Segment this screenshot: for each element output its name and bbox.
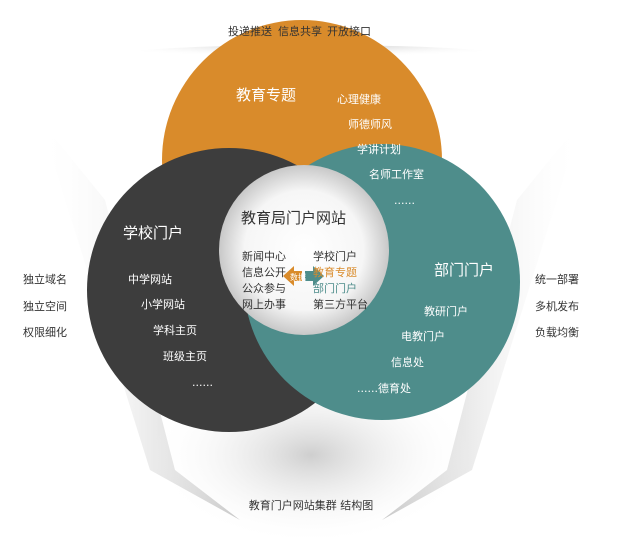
funnel-right-shadow	[382, 120, 582, 520]
dark-item-4[interactable]: 班级主页	[163, 350, 207, 363]
right-feature-publish: 多机发布	[535, 300, 579, 313]
diagram-caption: 教育门户网站集群 结构图	[248, 499, 374, 512]
left-feature-domain: 独立域名	[23, 273, 67, 286]
orange-item-1[interactable]: 心理健康	[337, 93, 381, 106]
dark-item-3[interactable]: 学科主页	[153, 324, 197, 337]
teal-item-2[interactable]: 电教门户	[401, 330, 445, 343]
data-hub-arrows-icon	[283, 266, 324, 286]
orange-item-5: ......	[394, 194, 415, 207]
center-title: 教育局门户网站	[241, 209, 347, 227]
dark-item-2[interactable]: 小学网站	[141, 298, 185, 311]
center-right-item-1[interactable]: 学校门户	[313, 250, 357, 263]
center-right-item-4[interactable]: 第三方平台	[313, 298, 368, 311]
orange-circle-title: 教育专题	[236, 86, 297, 104]
teal-item-1[interactable]: 教研门户	[424, 305, 468, 318]
center-right-item-2[interactable]: 教育专题	[313, 266, 357, 279]
center-left-item-3[interactable]: 公众参与	[242, 282, 286, 295]
right-feature-balance: 负载均衡	[535, 326, 579, 339]
teal-circle-title: 部门门户	[434, 261, 495, 279]
center-right-item-3[interactable]: 部门门户	[313, 282, 357, 295]
hub-label: 数据	[290, 273, 306, 282]
funnel-left-shadow	[40, 120, 240, 520]
dark-item-1[interactable]: 中学网站	[128, 273, 172, 286]
center-circle	[219, 165, 389, 335]
left-feature-space: 独立空间	[23, 300, 67, 313]
center-left-item-4[interactable]: 网上办事	[242, 298, 286, 311]
right-feature-deploy: 统一部署	[535, 273, 579, 286]
dark-circle-title: 学校门户	[123, 224, 184, 242]
top-link-push[interactable]: 投递推送	[228, 25, 272, 38]
orange-item-3[interactable]: 学讲计划	[357, 143, 401, 156]
center-left-item-2[interactable]: 信息公开	[242, 266, 286, 279]
left-feature-permission: 权限细化	[23, 326, 67, 339]
top-link-api[interactable]: 开放接口	[327, 25, 371, 38]
center-left-item-1[interactable]: 新闻中心	[242, 250, 286, 263]
orange-item-2[interactable]: 师德师风	[348, 118, 392, 131]
teal-item-4[interactable]: ......德育处	[357, 382, 411, 395]
dark-item-5: ......	[192, 376, 213, 389]
orange-item-4[interactable]: 名师工作室	[369, 168, 424, 181]
top-link-share[interactable]: 信息共享	[278, 25, 322, 38]
teal-item-3[interactable]: 信息处	[391, 356, 424, 369]
